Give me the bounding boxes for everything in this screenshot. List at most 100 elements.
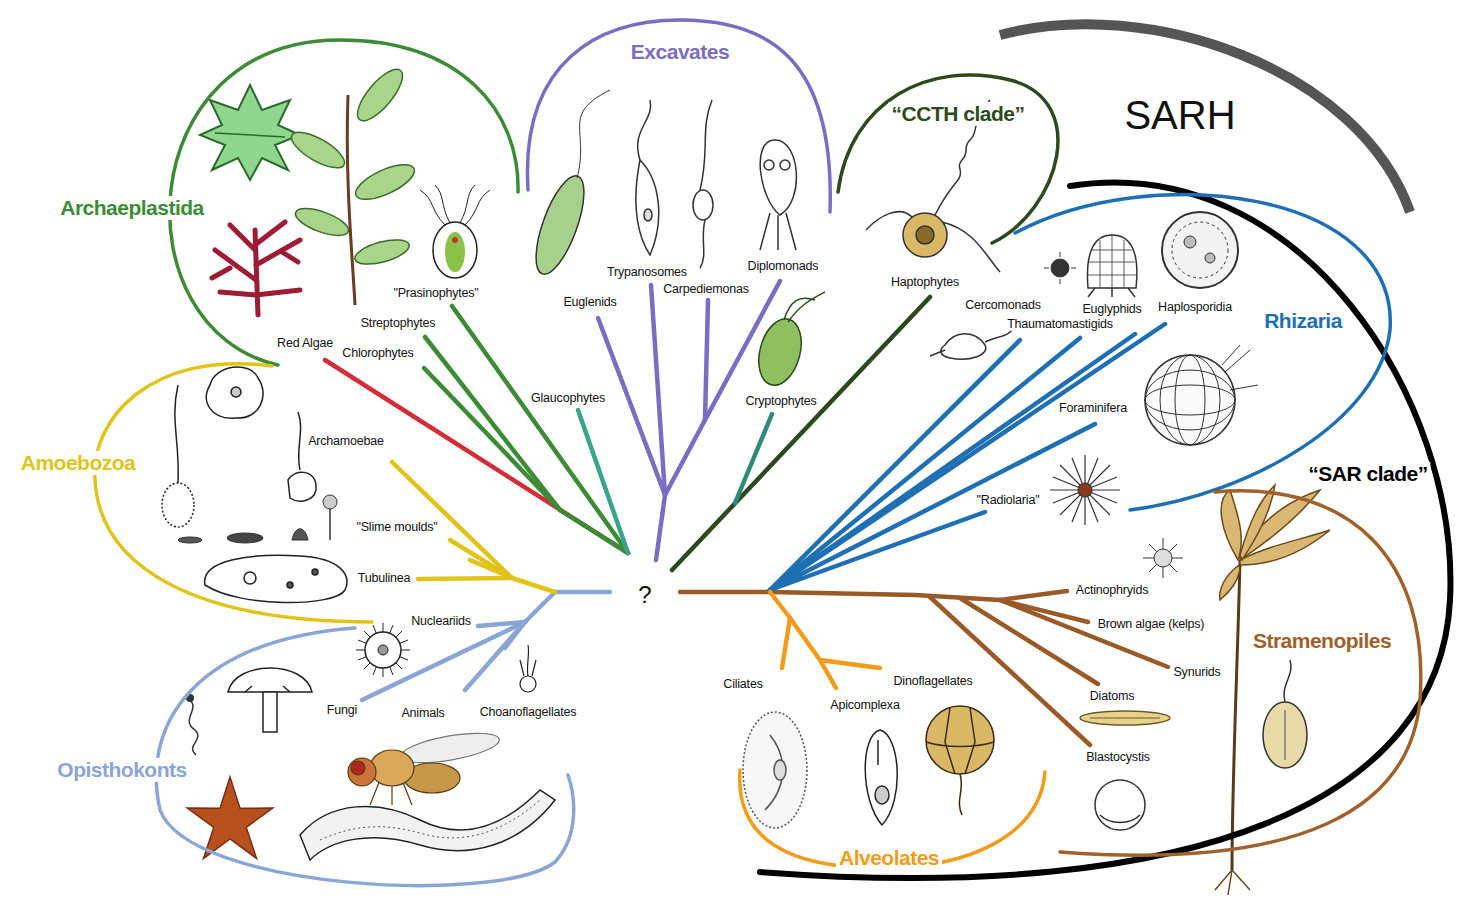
euglyphid-drawing bbox=[1088, 235, 1136, 288]
taxon-label: Haptophytes bbox=[889, 275, 961, 289]
tree-branch bbox=[735, 414, 772, 503]
clade-outline bbox=[10, 355, 380, 630]
slime-mould-drawing bbox=[178, 537, 202, 543]
taxon-label: Animals bbox=[399, 706, 446, 720]
taxon-label: "Radiolaria" bbox=[975, 493, 1042, 507]
tree-branch bbox=[820, 660, 880, 668]
tree-branch bbox=[424, 306, 628, 553]
choanoflagellate-drawing bbox=[527, 645, 528, 676]
mushroom-drawing bbox=[228, 668, 312, 732]
clade-outline bbox=[170, 40, 518, 365]
clade-region: Amoebozoa bbox=[10, 355, 380, 630]
flagellate-squiggle bbox=[189, 700, 198, 755]
red-alga-drawing bbox=[282, 252, 298, 262]
plant-drawing bbox=[287, 125, 350, 174]
tree-branch bbox=[790, 618, 836, 688]
haplosporidian-drawing bbox=[1172, 222, 1228, 278]
carpediemonas-drawing bbox=[693, 100, 713, 268]
tree-branch bbox=[555, 590, 610, 595]
small-rhizarian-drawing bbox=[1044, 252, 1076, 284]
nucleariid-drawing bbox=[356, 623, 410, 677]
dinoflagellate-drawing bbox=[926, 708, 994, 774]
carpediemonas-drawing bbox=[700, 100, 712, 268]
stramenopile-cell-drawing bbox=[1284, 660, 1291, 702]
slime-mould-drawing bbox=[178, 495, 337, 543]
prasinophyte-drawing bbox=[420, 185, 490, 278]
euglyphid-drawing bbox=[1088, 288, 1135, 297]
prasinophyte-drawing bbox=[433, 222, 477, 278]
cercomonad-drawing bbox=[930, 326, 1015, 356]
tree-branch bbox=[782, 618, 790, 668]
clade-outline bbox=[527, 20, 830, 212]
tree-branch bbox=[1000, 591, 1067, 600]
stramenopile-cell-drawing bbox=[1263, 660, 1307, 768]
diatom-drawing bbox=[1080, 711, 1170, 725]
slime-mould-drawing bbox=[323, 495, 337, 509]
choanoflagellate-drawing bbox=[520, 676, 536, 692]
tree-branch bbox=[450, 540, 512, 578]
worm-drawing bbox=[300, 790, 555, 860]
clade-name: “CCTH clade” bbox=[889, 102, 1028, 126]
haplosporidian-drawing bbox=[1205, 253, 1215, 263]
carpediemonas-drawing bbox=[693, 190, 713, 220]
trypanosome-drawing bbox=[636, 160, 659, 255]
red-alga-drawing bbox=[212, 222, 300, 315]
amoeba-drawing bbox=[288, 472, 316, 501]
tubulinea-drawing bbox=[205, 555, 347, 602]
taxon-label: Glaucophytes bbox=[529, 391, 607, 405]
taxon-label: Red Algae bbox=[275, 336, 335, 350]
worm-drawing bbox=[320, 800, 540, 840]
foraminiferan-drawing bbox=[1222, 345, 1258, 390]
clade-outline bbox=[95, 364, 372, 622]
apicomplexan-drawing bbox=[865, 730, 897, 825]
clade-outline bbox=[156, 628, 573, 886]
clade-name: Opisthokonts bbox=[54, 758, 189, 782]
tree-branch bbox=[656, 495, 665, 560]
clade-region: Opisthokonts bbox=[55, 620, 585, 905]
clade-region: Excavates bbox=[515, 10, 845, 220]
tree-branch bbox=[325, 281, 1168, 745]
clade-region: Archaeplastida bbox=[40, 30, 530, 375]
kelp-drawing bbox=[1232, 560, 1240, 870]
blastocystis-drawing bbox=[1100, 815, 1140, 823]
tree-branch bbox=[665, 300, 708, 495]
red-alga-drawing bbox=[220, 292, 256, 295]
worm-drawing bbox=[300, 790, 555, 860]
nucleariid-drawing bbox=[356, 623, 410, 677]
kelp-drawing bbox=[1220, 565, 1240, 600]
tree-branch bbox=[525, 592, 555, 622]
diatom-drawing bbox=[1090, 718, 1160, 719]
tree-branch bbox=[512, 578, 555, 592]
ciliate-drawing bbox=[743, 712, 807, 828]
haptophyte-drawing bbox=[916, 226, 934, 244]
taxon-label: Diatoms bbox=[1088, 689, 1136, 703]
clade-name: Rhizaria bbox=[1261, 309, 1345, 333]
taxon-label: Actinophryids bbox=[1074, 583, 1150, 597]
actinophryid-drawing bbox=[1143, 538, 1183, 578]
tree-branch bbox=[452, 306, 628, 553]
tree-branch bbox=[505, 622, 525, 648]
taxon-label: Brown algae (kelps) bbox=[1096, 617, 1207, 631]
kelp-drawing bbox=[1215, 870, 1250, 895]
tree-branch bbox=[1000, 600, 1168, 667]
clade-outline bbox=[760, 183, 1450, 878]
choanoflagellate-drawing bbox=[520, 645, 536, 692]
giardia-drawing bbox=[760, 213, 796, 250]
slime-mould-drawing bbox=[329, 507, 331, 540]
haplosporidian-drawing bbox=[1162, 212, 1238, 288]
fly-drawing bbox=[351, 761, 365, 775]
fly-drawing bbox=[348, 727, 501, 805]
desmid-drawing bbox=[200, 85, 300, 180]
foraminiferan-drawing bbox=[1175, 355, 1205, 445]
fly-drawing bbox=[370, 750, 414, 786]
foraminiferan-drawing bbox=[1145, 370, 1235, 430]
root-marker: ? bbox=[636, 581, 653, 609]
tree-branch bbox=[770, 338, 1080, 590]
red-alga-drawing bbox=[230, 225, 255, 250]
tubulinea-drawing bbox=[312, 569, 318, 575]
tree-branch bbox=[362, 622, 525, 700]
group-bracket-label: SARH bbox=[1122, 92, 1237, 138]
stramenopile-cell-drawing bbox=[1285, 710, 1286, 760]
red-alga-drawing bbox=[212, 268, 230, 278]
